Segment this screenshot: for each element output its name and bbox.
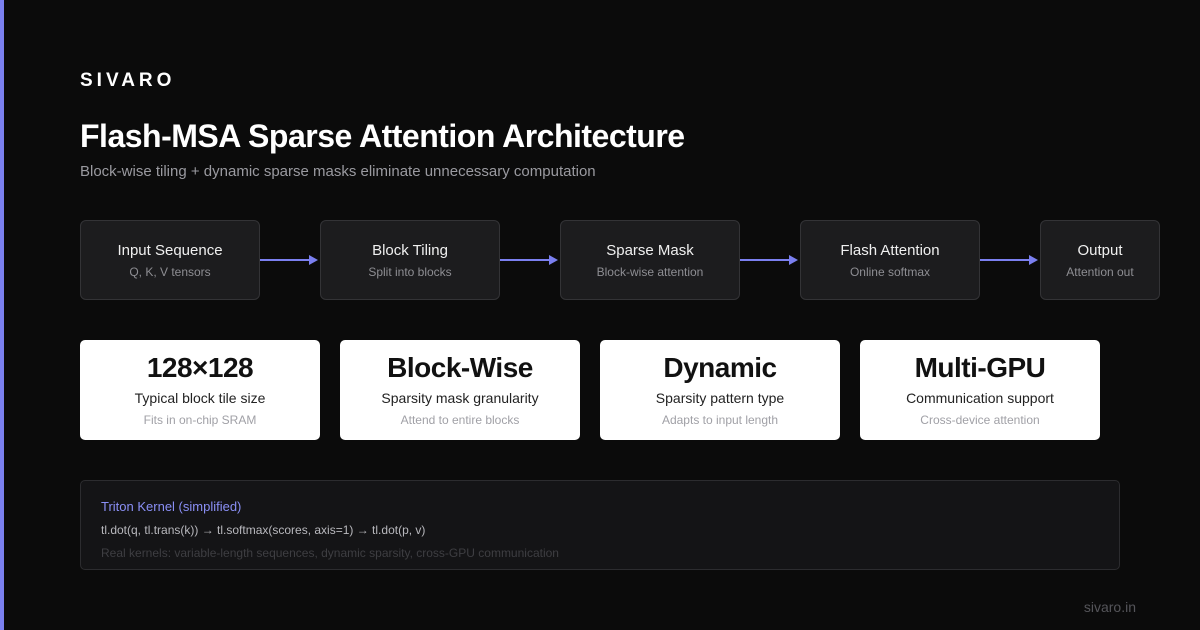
stat-note: Fits in on-chip SRAM: [143, 413, 257, 427]
flow-arrow: [500, 255, 558, 265]
brand-logo: SIVARO: [80, 70, 176, 91]
footer-url: sivaro.in: [1083, 599, 1136, 615]
flow-node-title: Sparse Mask: [606, 241, 694, 259]
flow-node-subtitle: Split into blocks: [368, 264, 452, 279]
stat-card-pattern-type: Dynamic Sparsity pattern type Adapts to …: [600, 340, 840, 440]
stat-label: Communication support: [906, 390, 1054, 406]
flow-node-input-sequence: Input Sequence Q, K, V tensors: [80, 220, 260, 300]
stat-label: Typical block tile size: [134, 390, 266, 406]
stat-note: Cross-device attention: [920, 413, 1040, 427]
stat-value: 128×128: [146, 352, 254, 383]
stat-card-block-tile-size: 128×128 Typical block tile size Fits in …: [80, 340, 320, 440]
code-note: Real kernels: variable-length sequences,…: [101, 546, 559, 560]
code-line: tl.dot(q, tl.trans(k)) → tl.softmax(scor…: [101, 523, 426, 537]
flow-arrow: [980, 255, 1038, 265]
flow-node-flash-attention: Flash Attention Online softmax: [800, 220, 980, 300]
flow-node-title: Block Tiling: [372, 241, 448, 259]
flow-arrow: [740, 255, 798, 265]
code-title: Triton Kernel (simplified): [101, 499, 242, 514]
left-accent-bar: [0, 0, 4, 630]
flow-node-title: Output: [1077, 241, 1123, 259]
flow-node-title: Flash Attention: [840, 241, 940, 259]
flow-node-sparse-mask: Sparse Mask Block-wise attention: [560, 220, 740, 300]
flow-node-subtitle: Attention out: [1066, 264, 1134, 279]
stat-value: Multi-GPU: [914, 352, 1046, 383]
page-title: Flash-MSA Sparse Attention Architecture: [80, 118, 685, 154]
flow-node-subtitle: Q, K, V tensors: [129, 264, 211, 279]
flow-node-title: Input Sequence: [117, 241, 223, 259]
flow-node-subtitle: Block-wise attention: [596, 264, 704, 279]
stat-note: Attend to entire blocks: [400, 413, 520, 427]
page-subtitle: Block-wise tiling + dynamic sparse masks…: [80, 163, 596, 180]
stat-label: Sparsity pattern type: [655, 390, 785, 406]
stat-label: Sparsity mask granularity: [381, 390, 539, 406]
flow-arrow: [260, 255, 318, 265]
stat-value: Block-Wise: [387, 352, 533, 383]
stat-card-communication: Multi-GPU Communication support Cross-de…: [860, 340, 1100, 440]
code-snippet-box: Triton Kernel (simplified) tl.dot(q, tl.…: [80, 480, 1120, 570]
stat-note: Adapts to input length: [661, 413, 779, 427]
stat-value: Dynamic: [663, 352, 777, 383]
flow-node-block-tiling: Block Tiling Split into blocks: [320, 220, 500, 300]
stat-card-mask-granularity: Block-Wise Sparsity mask granularity Att…: [340, 340, 580, 440]
flow-node-subtitle: Online softmax: [849, 264, 931, 279]
flow-node-output: Output Attention out: [1040, 220, 1160, 300]
